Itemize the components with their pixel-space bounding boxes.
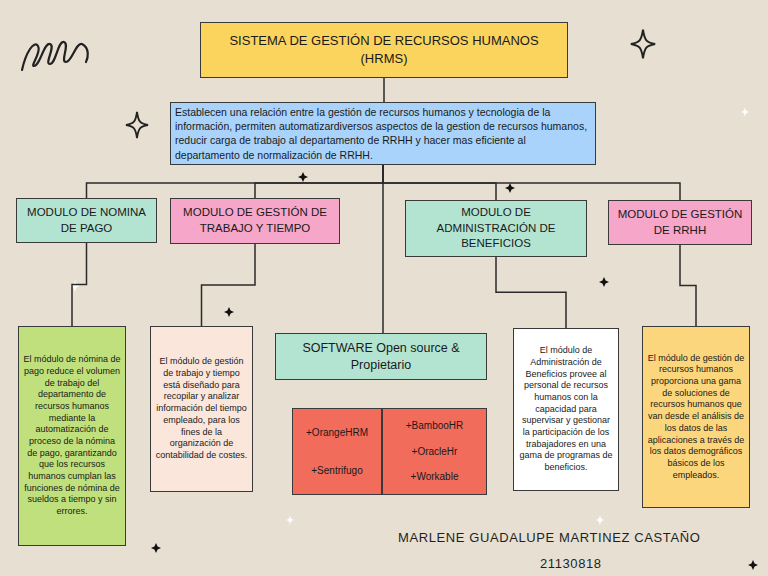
node-text: El módulo de gestión de recursos humanos…	[647, 353, 745, 482]
star-dot	[224, 307, 234, 317]
star-dot	[505, 183, 515, 193]
node-text: Establecen una relación entre la gestión…	[175, 105, 591, 162]
node-text: MODULO DE GESTIÓN DE RRHH	[615, 207, 745, 238]
description-box: Establecen una relación entre la gestión…	[170, 102, 596, 165]
sparkle	[286, 515, 295, 525]
description-card: El módulo de Administración de Beneficio…	[513, 328, 619, 491]
software-list: +BambooHR +OracleHr +Workable	[382, 408, 487, 495]
star-dot	[151, 543, 161, 553]
sparkle	[595, 514, 605, 526]
connector-line	[87, 165, 384, 198]
node-text: SISTEMA DE GESTIÓN DE RECURSOS HUMANOS (…	[211, 32, 557, 67]
connector-line	[383, 165, 680, 200]
star-dot	[298, 172, 308, 182]
description-card: El módulo de gestión de trabajo y tiempo…	[150, 326, 253, 492]
software-list: +OrangeHRM +Sentrifugo	[292, 408, 382, 495]
module-box: MODULO DE ADMINISTRACIÓN DE BENEFICIOS	[405, 200, 587, 257]
sparkle	[631, 30, 655, 59]
loop-squiggle	[22, 42, 88, 70]
connector-line	[72, 243, 87, 326]
connector-line	[383, 78, 385, 102]
sparkle	[70, 280, 81, 293]
title-box: SISTEMA DE GESTIÓN DE RECURSOS HUMANOS (…	[200, 22, 568, 78]
connector-line	[202, 244, 256, 326]
description-card: El módulo de nómina de pago reduce el vo…	[18, 326, 126, 546]
module-box: MODULO DE GESTIÓN DE RRHH	[608, 200, 752, 245]
module-box: MODULO DE GESTIÓN DE TRABAJO Y TIEMPO	[170, 198, 340, 244]
node-text: MODULO DE GESTIÓN DE TRABAJO Y TIEMPO	[177, 205, 333, 236]
sparkle	[741, 107, 750, 117]
connector-line	[382, 165, 384, 333]
connector-line	[255, 165, 383, 198]
sparkle	[126, 112, 148, 138]
node-text: +Sentrifugo	[297, 464, 377, 478]
module-box: MODULO DE NOMINA DE PAGO	[16, 198, 157, 243]
connector-line	[680, 245, 696, 326]
node-text: +OrangeHRM	[297, 426, 377, 440]
node-text: MODULO DE NOMINA DE PAGO	[23, 205, 150, 236]
star-dot	[599, 277, 609, 287]
node-text: +BambooHR	[387, 419, 482, 433]
node-text: El módulo de Administración de Beneficio…	[518, 345, 614, 474]
node-text: El módulo de nómina de pago reduce el vo…	[23, 354, 121, 518]
software-box: SOFTWARE Open source & Propietario	[275, 333, 487, 380]
node-text: SOFTWARE Open source & Propietario	[284, 340, 478, 374]
student-id: 21130818	[540, 556, 602, 571]
node-text: MODULO DE ADMINISTRACIÓN DE BENEFICIOS	[412, 205, 580, 252]
connector-line	[496, 257, 566, 328]
author-name: MARLENE GUADALUPE MARTINEZ CASTAÑO	[398, 530, 700, 545]
node-text: El módulo de gestión de trabajo y tiempo…	[155, 356, 248, 461]
node-text: +Workable	[387, 470, 482, 484]
node-text: +OracleHr	[387, 445, 482, 459]
star-dot	[748, 560, 758, 570]
description-card: El módulo de gestión de recursos humanos…	[642, 326, 750, 508]
